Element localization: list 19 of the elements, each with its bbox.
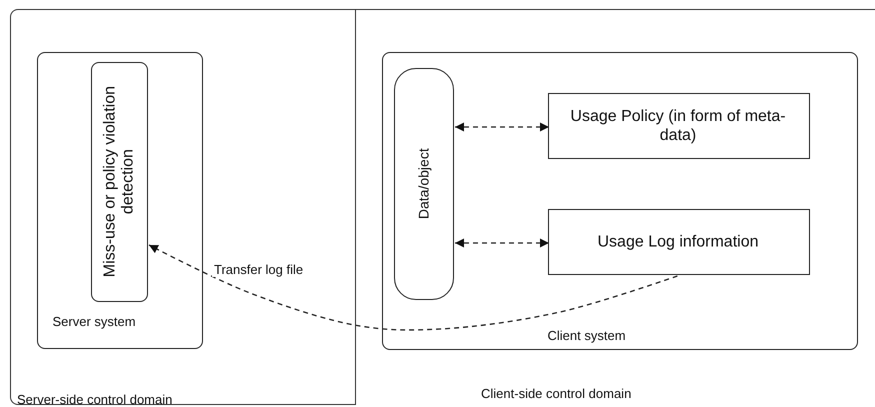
- domain-panel: [355, 9, 875, 405]
- node-label: Data/object: [416, 146, 432, 221]
- dashed-arrow: [455, 238, 549, 248]
- data-pill: [394, 68, 454, 300]
- edge-label: Transfer log file: [212, 262, 306, 277]
- node-label: Miss-use or policy violation detection: [101, 84, 137, 279]
- dashed-arrow: [148, 244, 678, 331]
- process-box: [548, 209, 810, 275]
- domain-label: Client-side control domain: [481, 386, 632, 401]
- node-label: Usage Policy (in form of meta-data): [569, 106, 787, 146]
- node-label: Usage Log information: [596, 232, 760, 252]
- system-box: [36, 52, 202, 348]
- domain-label: Server-side control domain: [17, 392, 172, 407]
- system-box: [91, 62, 148, 302]
- system-box: [382, 52, 858, 350]
- system-label: Client system: [548, 328, 626, 342]
- dashed-arrow: [455, 122, 549, 132]
- system-label: Server system: [52, 314, 136, 328]
- process-box: [548, 93, 810, 159]
